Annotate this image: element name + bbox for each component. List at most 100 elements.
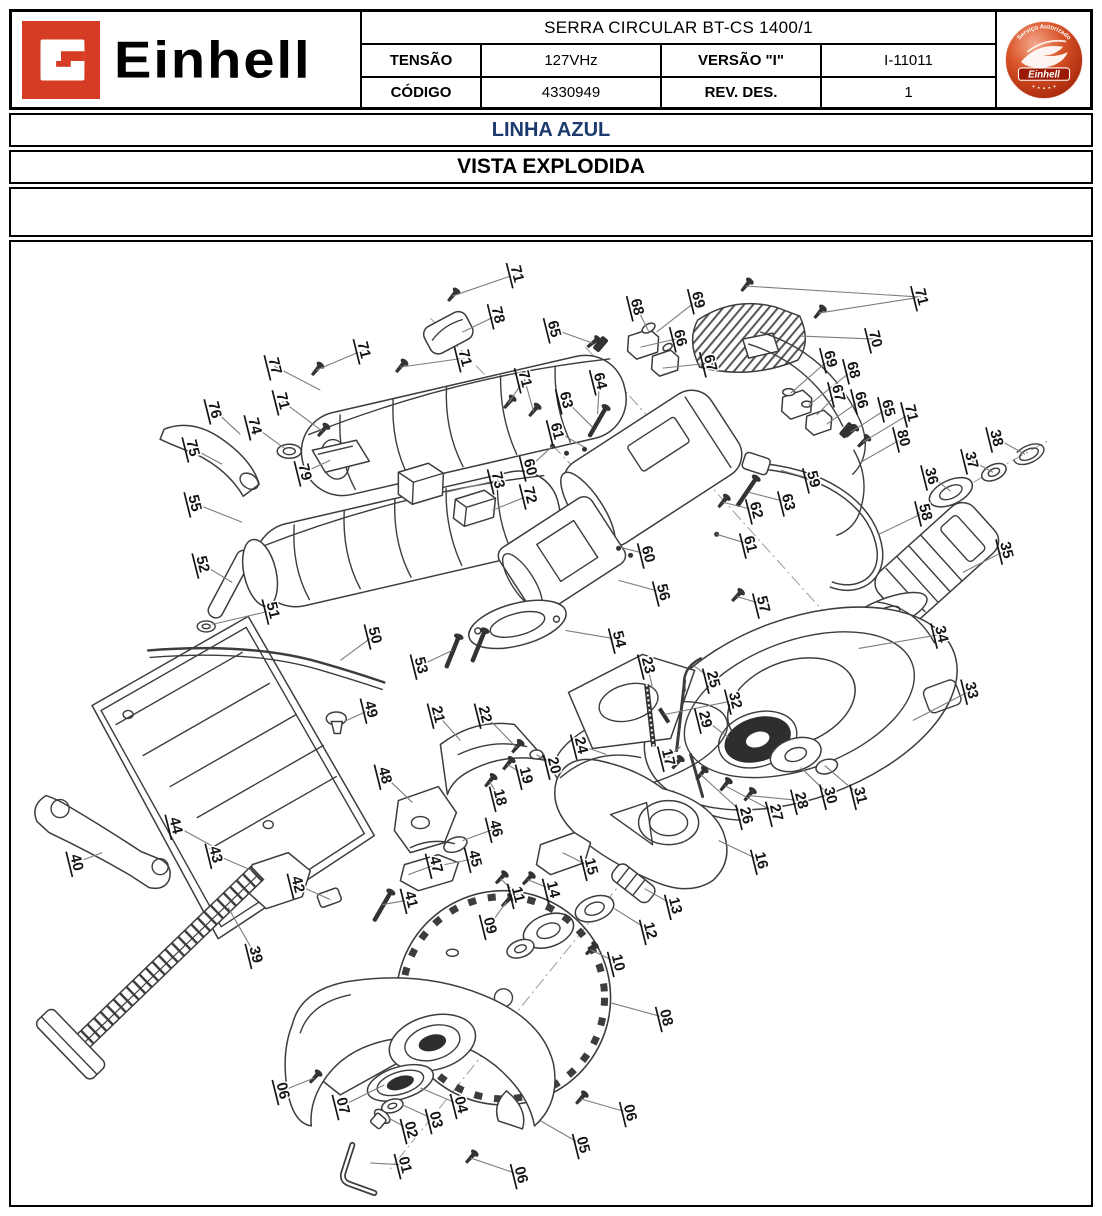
svg-text:71: 71: [354, 340, 375, 360]
svg-text:39: 39: [245, 944, 266, 964]
svg-text:19: 19: [516, 765, 537, 785]
part-label-22: 22: [473, 703, 497, 730]
part-label-63: 63: [554, 388, 578, 415]
part-label-71: 71: [513, 367, 537, 394]
part-label-72: 72: [518, 483, 542, 510]
svg-text:72: 72: [520, 485, 541, 505]
part-label-71: 71: [453, 346, 477, 373]
svg-text:04: 04: [451, 1095, 472, 1116]
svg-text:15: 15: [581, 856, 602, 876]
part-label-68: 68: [841, 358, 865, 385]
part-label-67: 67: [698, 351, 722, 378]
part-label-68: 68: [625, 295, 649, 322]
svg-text:37: 37: [961, 450, 982, 470]
part-label-06: 06: [271, 1079, 294, 1106]
svg-text:66: 66: [851, 390, 872, 410]
part-label-60: 60: [636, 543, 660, 569]
part-label-20: 20: [542, 754, 566, 781]
part-label-50: 50: [363, 624, 387, 650]
svg-text:49: 49: [361, 699, 382, 719]
svg-text:74: 74: [244, 416, 265, 437]
svg-text:13: 13: [665, 895, 686, 915]
part-label-70: 70: [864, 327, 887, 354]
svg-text:44: 44: [165, 815, 186, 836]
part-label-48: 48: [373, 764, 397, 791]
part-label-57: 57: [751, 593, 775, 619]
service-badge: Einhell Serviço Autorizado: [995, 12, 1090, 107]
part-label-05: 05: [571, 1133, 595, 1160]
field-label-revdes: REV. DES.: [660, 76, 820, 107]
svg-text:50: 50: [365, 625, 386, 645]
part-label-62: 62: [744, 499, 768, 525]
badge-dots: [1031, 84, 1056, 89]
svg-text:20: 20: [544, 755, 565, 775]
svg-text:47: 47: [426, 854, 447, 874]
svg-text:11: 11: [508, 885, 528, 905]
empty-row: [9, 187, 1093, 237]
svg-text:23: 23: [638, 655, 659, 675]
svg-text:30: 30: [820, 785, 841, 805]
svg-text:80: 80: [893, 428, 914, 448]
einhell-logo-icon: [22, 20, 100, 99]
part-label-41: 41: [399, 888, 423, 915]
svg-text:29: 29: [695, 709, 716, 729]
part-label-55: 55: [183, 491, 206, 518]
part-label-25: 25: [701, 668, 725, 694]
view-banner: VISTA EXPLODIDA: [9, 150, 1093, 184]
part-label-10: 10: [606, 951, 630, 978]
brand-wordmark: Einhell: [114, 30, 312, 89]
svg-text:27: 27: [766, 802, 787, 822]
svg-text:48: 48: [375, 765, 396, 785]
part-label-46: 46: [484, 817, 508, 844]
part-label-08: 08: [654, 1006, 678, 1033]
svg-text:31: 31: [850, 785, 871, 805]
part-label-06: 06: [509, 1163, 533, 1190]
part-label-33: 33: [960, 679, 983, 705]
part-label-27: 27: [764, 801, 788, 828]
field-label-tensao: TENSÃO: [360, 43, 480, 76]
part-label-34: 34: [930, 623, 953, 649]
part-label-32: 32: [723, 689, 747, 716]
svg-text:32: 32: [725, 690, 746, 710]
part-label-24: 24: [569, 734, 593, 761]
part-label-06: 06: [618, 1101, 642, 1128]
svg-text:71: 71: [455, 348, 476, 368]
svg-text:75: 75: [182, 438, 203, 458]
svg-text:53: 53: [411, 655, 432, 675]
field-label-versao: VERSÃO "I": [660, 43, 820, 76]
svg-text:14: 14: [543, 879, 564, 900]
part-label-67: 67: [826, 381, 850, 408]
svg-text:76: 76: [204, 400, 225, 420]
svg-text:10: 10: [608, 952, 629, 972]
svg-text:43: 43: [205, 844, 226, 864]
svg-text:06: 06: [620, 1103, 641, 1123]
svg-text:56: 56: [653, 582, 674, 602]
part-label-71: 71: [900, 401, 923, 428]
svg-text:45: 45: [465, 848, 486, 868]
svg-text:61: 61: [547, 421, 568, 441]
rip-fence: [35, 865, 265, 1080]
part-label-30: 30: [818, 784, 842, 811]
brand-area: Einhell: [12, 12, 360, 107]
part-label-37: 37: [960, 448, 983, 475]
part-shapes: [34, 276, 1050, 1196]
part-label-04: 04: [449, 1093, 473, 1120]
part-label-65: 65: [542, 317, 566, 344]
part-label-74: 74: [243, 414, 267, 441]
svg-text:63: 63: [778, 492, 799, 512]
part-label-09: 09: [478, 914, 502, 941]
part-label-71: 71: [352, 338, 376, 365]
part-label-26: 26: [734, 804, 758, 831]
svg-text:67: 67: [828, 383, 849, 403]
part-label-01: 01: [393, 1153, 417, 1180]
part-label-80: 80: [892, 426, 915, 453]
part-label-45: 45: [463, 847, 487, 874]
svg-text:01: 01: [395, 1155, 416, 1175]
svg-text:46: 46: [486, 818, 507, 838]
part-label-77: 77: [263, 354, 286, 381]
svg-text:06: 06: [272, 1081, 293, 1101]
svg-text:12: 12: [640, 920, 661, 940]
svg-text:79: 79: [294, 462, 315, 482]
svg-text:70: 70: [865, 329, 886, 349]
svg-text:21: 21: [428, 704, 449, 724]
